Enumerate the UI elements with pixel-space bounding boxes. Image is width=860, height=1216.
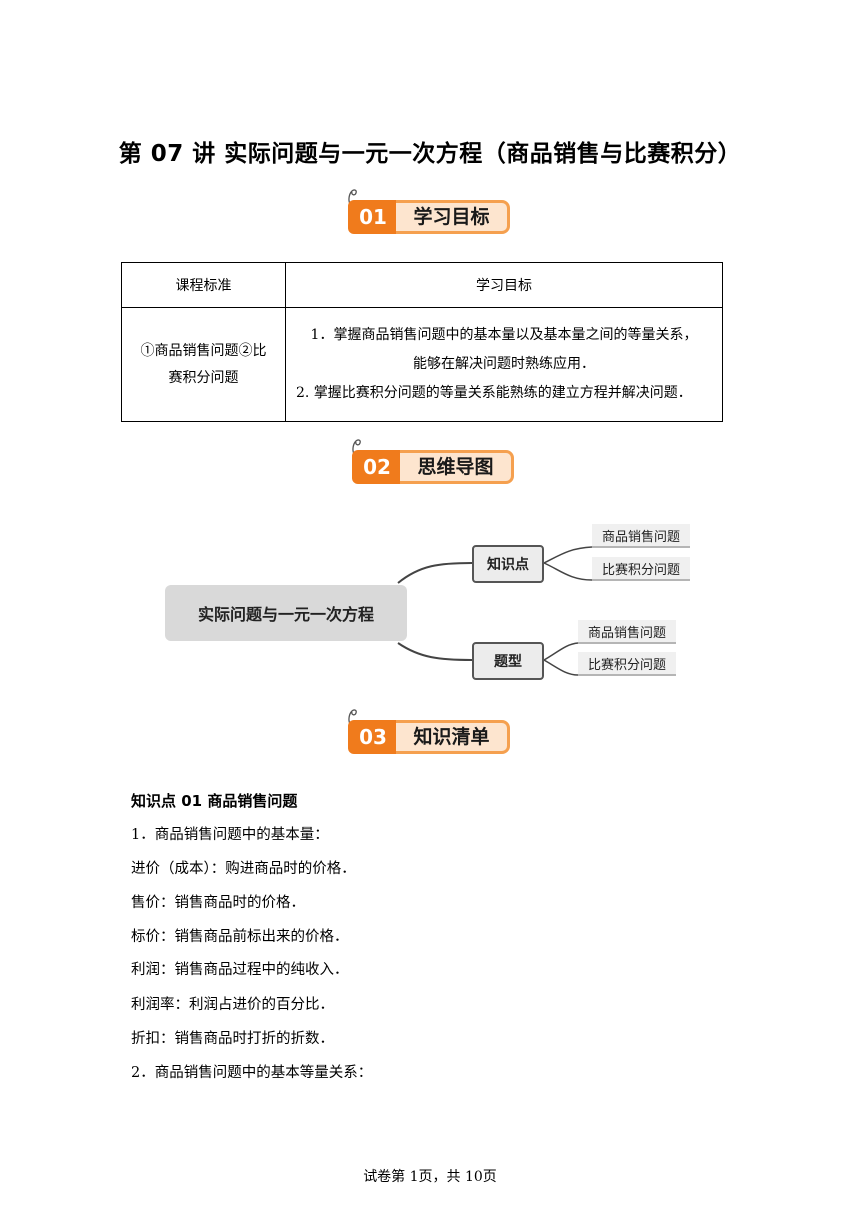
mindmap-leaf: 比赛积分问题: [592, 557, 691, 581]
knowledge-line: 售价：销售商品时的价格．: [131, 895, 305, 911]
section-number: 01: [348, 200, 398, 234]
section-banner-mindmap: 02 思维导图: [350, 438, 520, 492]
table-header-cell: 学习目标: [285, 262, 723, 308]
knowledge-line: 2．商品销售问题中的基本等量关系：: [131, 1065, 373, 1081]
mindmap-branch: 题型: [472, 642, 544, 680]
mindmap-root: 实际问题与一元一次方程: [165, 585, 407, 641]
section-number: 02: [352, 450, 402, 484]
section-banner-goals: 01 学习目标: [346, 188, 516, 242]
knowledge-line: 折扣：销售商品时打折的折数．: [131, 1031, 334, 1047]
knowledge-line: 利润率：利润占进价的百分比．: [131, 997, 334, 1013]
page-title: 第 07 讲 实际问题与一元一次方程（商品销售与比赛积分）: [118, 141, 742, 167]
mindmap-leaf: 比赛积分问题: [578, 652, 677, 676]
page-footer: 试卷第 1页，共 10页: [363, 1169, 497, 1185]
knowledge-heading: 知识点 01 商品销售问题: [131, 792, 298, 810]
section-label: 学习目标: [396, 200, 510, 234]
table-header-row: 课程标准 学习目标: [121, 262, 723, 308]
section-label: 知识清单: [396, 720, 510, 754]
section-number: 03: [348, 720, 398, 754]
goals-table: 课程标准 学习目标 ①商品销售问题②比 赛积分问题 1．掌握商品销售问题中的基本…: [121, 262, 723, 422]
pin-icon: [352, 439, 361, 455]
objective-line: 1．掌握商品销售问题中的基本量以及基本量之间的等量关系，: [310, 327, 698, 343]
knowledge-line: 进价（成本）：购进商品时的价格．: [131, 861, 356, 877]
standard-line: ①商品销售问题②比: [140, 342, 267, 359]
pin-icon: [348, 189, 357, 205]
table-row: ①商品销售问题②比 赛积分问题 1．掌握商品销售问题中的基本量以及基本量之间的等…: [121, 307, 723, 422]
mindmap-branch: 知识点: [472, 545, 544, 583]
objective-line: 能够在解决问题时熟练应用．: [413, 356, 595, 372]
pin-icon: [348, 709, 357, 725]
objective-line: 2. 掌握比赛积分问题的等量关系能熟练的建立方程并解决问题．: [296, 385, 692, 401]
objective-cell: 1．掌握商品销售问题中的基本量以及基本量之间的等量关系， 能够在解决问题时熟练应…: [285, 307, 723, 422]
knowledge-line: 利润：销售商品过程中的纯收入．: [131, 962, 349, 978]
standard-line: 赛积分问题: [168, 369, 239, 386]
section-label: 思维导图: [400, 450, 514, 484]
standard-cell: ①商品销售问题②比 赛积分问题: [121, 307, 286, 422]
knowledge-line: 1．商品销售问题中的基本量：: [131, 827, 329, 843]
mindmap-leaf: 商品销售问题: [592, 524, 691, 548]
knowledge-line: 标价：销售商品前标出来的价格．: [131, 929, 349, 945]
mindmap-leaf: 商品销售问题: [578, 620, 677, 644]
section-banner-knowledge: 03 知识清单: [346, 708, 516, 762]
